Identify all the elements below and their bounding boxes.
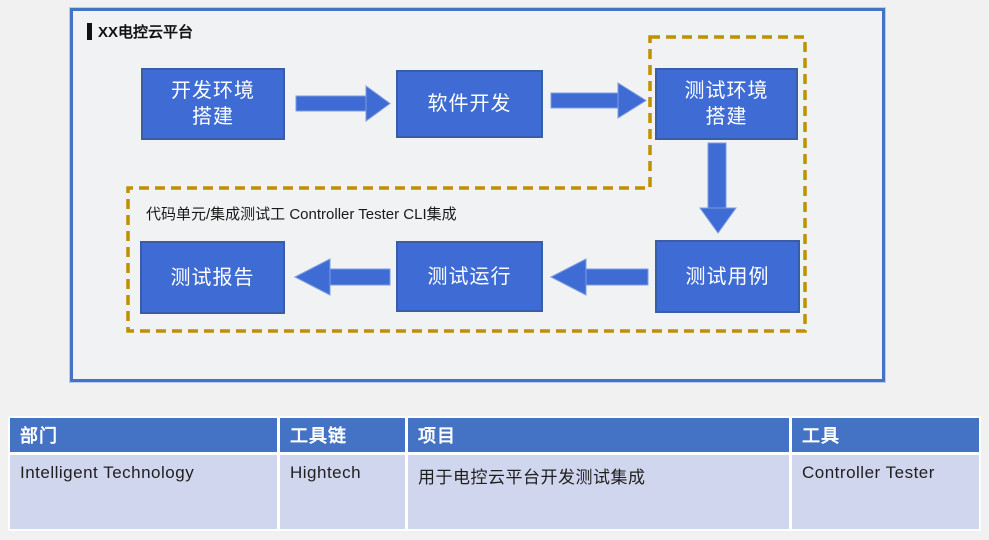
dashed-region-label: 代码单元/集成测试工 Controller Tester CLI集成 bbox=[146, 206, 457, 223]
title-accent-bar-icon bbox=[87, 23, 92, 40]
panel-title: XX电控云平台 bbox=[98, 24, 194, 41]
flow-node-test-run: 测试运行 bbox=[396, 241, 543, 312]
flow-node-software-dev: 软件开发 bbox=[396, 70, 543, 138]
flow-node-test-env-setup: 测试环境 搭建 bbox=[655, 68, 798, 140]
table-header-tool: 工具 bbox=[792, 418, 979, 452]
arrow-testcase-to-testrun bbox=[549, 258, 649, 296]
flow-node-test-report: 测试报告 bbox=[140, 241, 285, 314]
flow-node-dev-env-setup: 开发环境 搭建 bbox=[141, 68, 285, 140]
flow-node-label: 测试用例 bbox=[685, 265, 770, 288]
arrow-testrun-to-testreport bbox=[293, 258, 391, 296]
table-header-department: 部门 bbox=[10, 418, 277, 452]
table-header-project: 项目 bbox=[408, 418, 789, 452]
flow-diagram-panel: XX电控云平台 开发环境 搭建 软件开发 测试环境 搭建 测试用例 测试运行 测… bbox=[70, 8, 885, 382]
table-cell-department: Intelligent Technology bbox=[10, 455, 277, 529]
table-cell-tool: Controller Tester bbox=[792, 455, 979, 529]
cli-integration-dashed-outline bbox=[126, 35, 807, 333]
flow-node-label: 测试环境 搭建 bbox=[684, 80, 769, 128]
table-header-toolchain: 工具链 bbox=[280, 418, 405, 452]
flow-node-label: 开发环境 搭建 bbox=[171, 80, 255, 128]
flow-node-label: 测试运行 bbox=[427, 265, 512, 288]
table-cell-toolchain: Hightech bbox=[280, 455, 405, 529]
arrow-devenv-to-softwaredev bbox=[295, 85, 391, 122]
flow-node-label: 测试报告 bbox=[170, 266, 255, 289]
flow-connectors-layer bbox=[126, 35, 807, 333]
arrow-testenv-to-testcase bbox=[699, 142, 737, 234]
panel-title-row: XX电控云平台 bbox=[87, 21, 193, 42]
flow-node-test-case: 测试用例 bbox=[655, 240, 800, 313]
arrow-softwaredev-to-testenv bbox=[550, 82, 647, 119]
table-cell-project: 用于电控云平台开发测试集成 bbox=[408, 455, 789, 529]
info-table: 部门 工具链 项目 工具 Intelligent Technology High… bbox=[8, 416, 981, 531]
flow-node-label: 软件开发 bbox=[427, 93, 512, 115]
